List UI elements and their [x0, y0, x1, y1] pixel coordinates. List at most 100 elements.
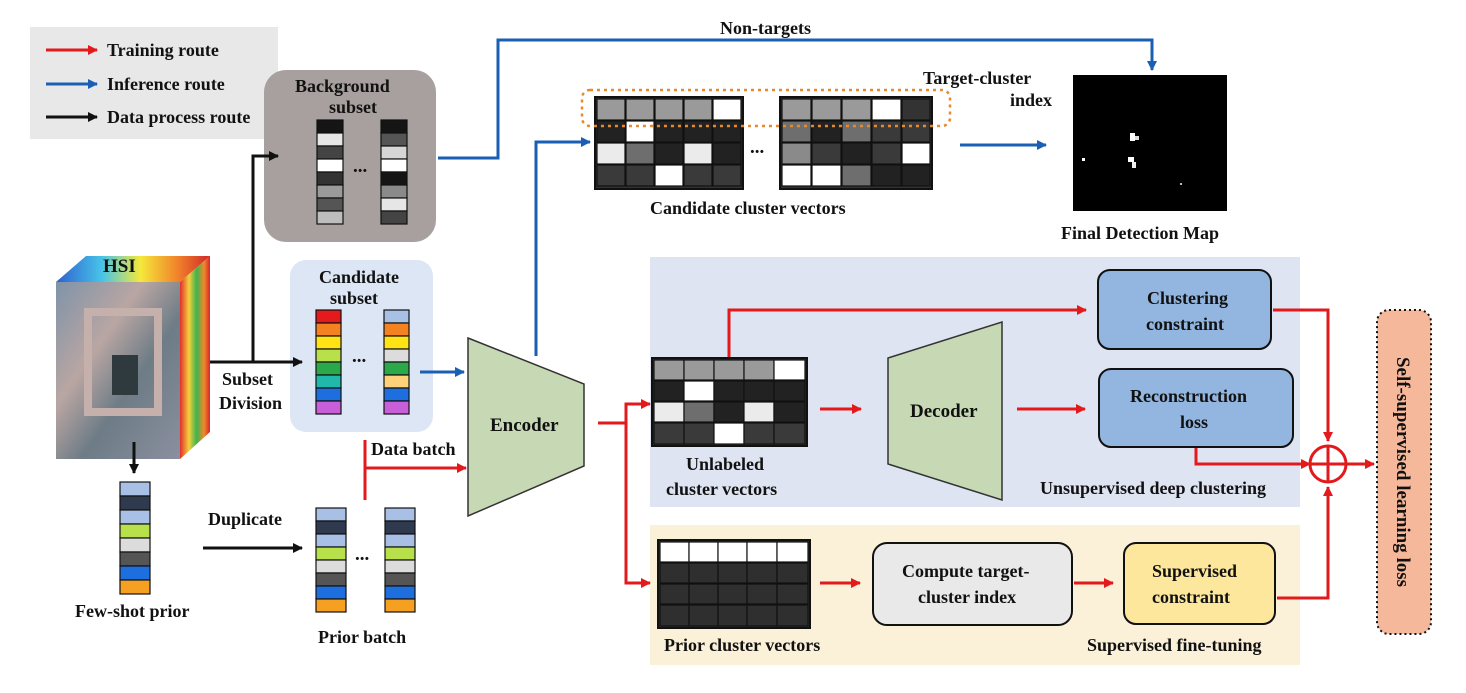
bg-col2-cell: [380, 197, 408, 212]
ccv-cell: [625, 164, 655, 187]
pcv-cell: [717, 541, 748, 563]
pcv-cell: [717, 604, 748, 627]
pcv-cell: [688, 583, 719, 605]
bg-col2-cell: [380, 132, 408, 147]
ucv-cell: [713, 401, 745, 423]
pcv-cell: [746, 562, 778, 584]
compute-target-cluster-index-label-1: Compute target-: [902, 561, 1029, 581]
ccv-cell: [841, 164, 872, 187]
pcv-cell: [659, 583, 690, 605]
pb-col2-cell: [384, 585, 416, 600]
pcv-cell: [746, 604, 778, 627]
subset-division-label-1: Subset: [222, 369, 273, 389]
pb-ellipsis: ...: [355, 544, 369, 565]
ccv-cell: [625, 142, 655, 165]
ucv-cell: [653, 422, 685, 445]
unlabeled-cluster-vectors: [651, 357, 808, 447]
final-detection-map: [1073, 75, 1227, 211]
ccv-cell: [683, 142, 713, 165]
ccv-cell: [811, 164, 842, 187]
self-supervised-loss-label: Self-supervised learning loss: [1392, 357, 1413, 587]
pcv-cell: [776, 541, 809, 563]
ucv-cell: [713, 422, 745, 445]
hsi-cube: HSI: [56, 256, 210, 459]
ucv-cell: [713, 380, 745, 402]
prior-cell: [119, 523, 151, 539]
prior-batch-label: Prior batch: [318, 627, 406, 647]
training-arrows: [363, 305, 1375, 600]
ucv-cell: [743, 422, 775, 445]
ucv-cell: [773, 359, 806, 381]
ccv-cell: [811, 142, 842, 165]
ccv-cell: [811, 120, 842, 143]
data-process-arrows: [129, 151, 303, 553]
final-detection-map-label: Final Detection Map: [1061, 223, 1219, 243]
subset-division-label-2: Division: [219, 393, 282, 413]
pcv-cell: [659, 562, 690, 584]
background-subset-label-2: subset: [329, 97, 377, 117]
pb-col1-cell: [315, 572, 347, 587]
bg-col1-cell: [316, 210, 344, 225]
detection-blob: [1130, 133, 1135, 141]
ccv-cell: [625, 98, 655, 121]
arrow-background-to-map: [438, 38, 1157, 160]
bg-col2-cell: [380, 171, 408, 186]
encoder-block: [467, 336, 585, 518]
prior-cluster-vectors-label: Prior cluster vectors: [664, 635, 820, 655]
candidate-subset-columns: ...: [315, 309, 410, 415]
bg-col1-cell: [316, 171, 344, 186]
self-supervised-loss-box: [1376, 309, 1432, 635]
pb-col1-cell: [315, 598, 347, 613]
inference-arrows: [420, 38, 1157, 377]
cand-col1-cell: [315, 374, 342, 389]
ccv-cell: [683, 98, 713, 121]
ucv-cell: [653, 380, 685, 402]
ccv-cell: [654, 120, 684, 143]
ccv-cell: [871, 120, 902, 143]
pcv-cell: [688, 562, 719, 584]
bg-col1-cell: [316, 184, 344, 199]
ccv-cell: [712, 142, 742, 165]
pb-col1-cell: [315, 585, 347, 600]
ccv-cell: [683, 120, 713, 143]
arrow-encoder-to-prior: [624, 423, 651, 588]
clustering-constraint-box: [1097, 269, 1272, 350]
ucv-cell: [683, 422, 715, 445]
cand-col2-cell: [383, 335, 410, 350]
pcv-cell: [717, 562, 748, 584]
cand-col2-cell: [383, 400, 410, 415]
pb-col2-cell: [384, 572, 416, 587]
candidate-cluster-vectors-label: Candidate cluster vectors: [650, 198, 846, 218]
supervised-constraint-box: [1123, 542, 1276, 625]
cand-col2-cell: [383, 361, 410, 376]
pb-col2-cell: [384, 520, 416, 535]
pcv-cell: [776, 562, 809, 584]
ccv-cell: [596, 98, 626, 121]
ucv-cell: [683, 401, 715, 423]
reconstruction-loss-box: [1098, 368, 1294, 448]
cand-col1-cell: [315, 322, 342, 337]
pcv-cell: [688, 541, 719, 563]
detection-blob: [1128, 157, 1134, 162]
pb-col2-cell: [384, 559, 416, 574]
prior-cell: [119, 565, 151, 581]
cand-col2-cell: [383, 309, 410, 324]
cand-col1-cell: [315, 387, 342, 402]
pcv-cell: [746, 541, 778, 563]
target-cluster-index-label-2: index: [1010, 90, 1052, 110]
legend-data-process-label: Data process route: [107, 107, 250, 127]
ccv-cell: [596, 120, 626, 143]
ccv-cell: [871, 98, 902, 121]
ccv-cell: [596, 142, 626, 165]
prior-batch-columns: ...: [315, 507, 416, 613]
encoder-label: Encoder: [490, 415, 559, 436]
bg-col2-cell: [380, 145, 408, 160]
arrow-supervised-to-sum: [1277, 486, 1333, 600]
few-shot-prior-label: Few-shot prior: [75, 601, 189, 621]
ucv-cell: [743, 380, 775, 402]
ccv-cell: [841, 120, 872, 143]
bg-ellipsis: ...: [353, 156, 367, 177]
unlabeled-cluster-vectors-label-2: cluster vectors: [666, 479, 777, 499]
ucv-cell: [713, 359, 745, 381]
